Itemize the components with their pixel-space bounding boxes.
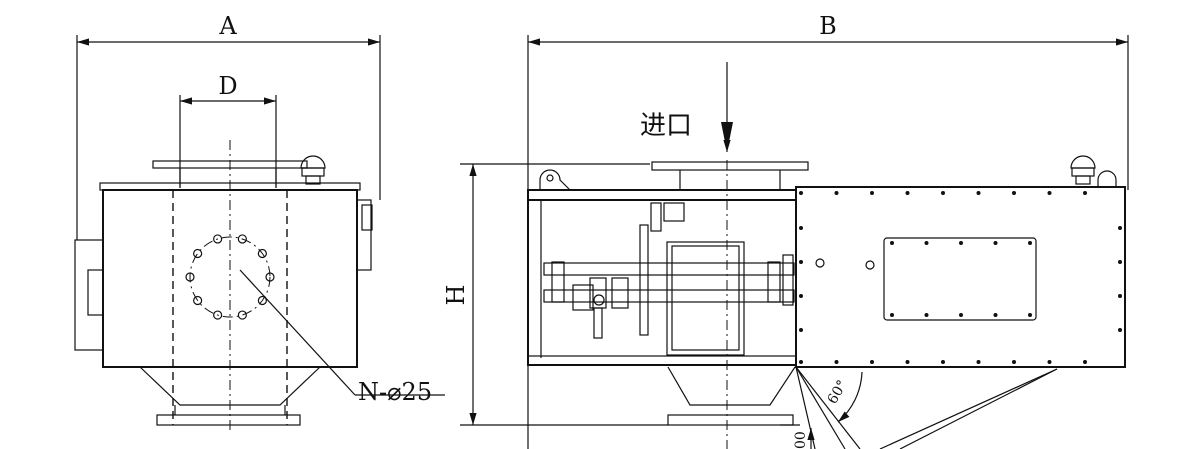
front-view: B H 进口 (442, 12, 1129, 449)
dimension-b-label: B (819, 12, 837, 40)
bolt-hole-label: N-⌀25 (358, 378, 432, 406)
panel-bolts (799, 191, 1122, 364)
air-filter-regulator-icon (572, 277, 629, 339)
bolt-hole (257, 248, 267, 259)
bolt-dot (941, 191, 945, 195)
bolt-dot (1012, 191, 1016, 195)
bolt-dot (905, 191, 910, 195)
bolt-hole (237, 234, 247, 244)
bolt-dot (799, 260, 803, 264)
bolt-dot (993, 241, 998, 245)
bolt-dot (1118, 294, 1122, 298)
angle-label: 60° (825, 377, 851, 407)
dimension-d-label: D (218, 72, 237, 100)
bolt-hole (257, 295, 267, 306)
bolt-dot (834, 360, 839, 364)
bolt-dot (834, 191, 839, 195)
bolt-hole (237, 310, 247, 320)
bolt-dot (890, 313, 894, 317)
bolt-dot (1028, 241, 1032, 245)
bolt-hole-leader (239, 269, 356, 396)
bolt-dot (1012, 360, 1016, 364)
bolt-hole-circle (185, 234, 275, 320)
bolt-dot (890, 241, 894, 245)
bolt-dot (1083, 360, 1087, 364)
bolt-dot (1118, 260, 1122, 264)
bolt-dot (799, 360, 803, 364)
bolt-dot (799, 191, 803, 195)
bolt-dot (993, 313, 998, 317)
bolt-dot (924, 241, 929, 245)
bolt-hole (193, 295, 203, 306)
bolt-hole (265, 272, 275, 282)
bolt-dot (959, 241, 963, 245)
side-view: A D N-⌀25 (74, 12, 445, 430)
bolt-dot (905, 360, 910, 364)
bolt-dot (941, 360, 945, 364)
bolt-dot (799, 294, 803, 298)
inlet-label: 进口 (640, 111, 692, 141)
bolt-dot (1047, 191, 1052, 195)
bolt-dot (924, 313, 929, 317)
bolt-dot (799, 226, 803, 230)
bolt-dot (1118, 328, 1122, 332)
bolt-dot (976, 191, 981, 195)
dimension-h-label: H (442, 285, 470, 306)
bolt-dot (1118, 226, 1122, 230)
gate-plate (666, 241, 745, 356)
inspection-window (883, 237, 1037, 321)
warning-light-icon (1070, 155, 1096, 185)
bolt-hole (213, 310, 223, 320)
bolt-hole (193, 248, 203, 259)
bolt-dot (870, 360, 874, 364)
bolt-dot (799, 328, 803, 332)
bolt-dot (1028, 313, 1032, 317)
valve-frame (527, 199, 797, 366)
angle-arc (837, 371, 863, 423)
dimension-a-label: A (218, 12, 237, 40)
warning-light-icon (300, 155, 326, 185)
bolt-dot (870, 191, 874, 195)
bolt-dot (959, 313, 963, 317)
bolt-dot (1047, 360, 1052, 364)
bolt-dot (1083, 191, 1087, 195)
magnet-housing-panel (795, 186, 1126, 368)
partial-dimension-label: 00 (793, 431, 809, 449)
bolt-dot (976, 360, 981, 364)
bolt-hole (185, 272, 195, 282)
bolt-hole (213, 234, 223, 244)
